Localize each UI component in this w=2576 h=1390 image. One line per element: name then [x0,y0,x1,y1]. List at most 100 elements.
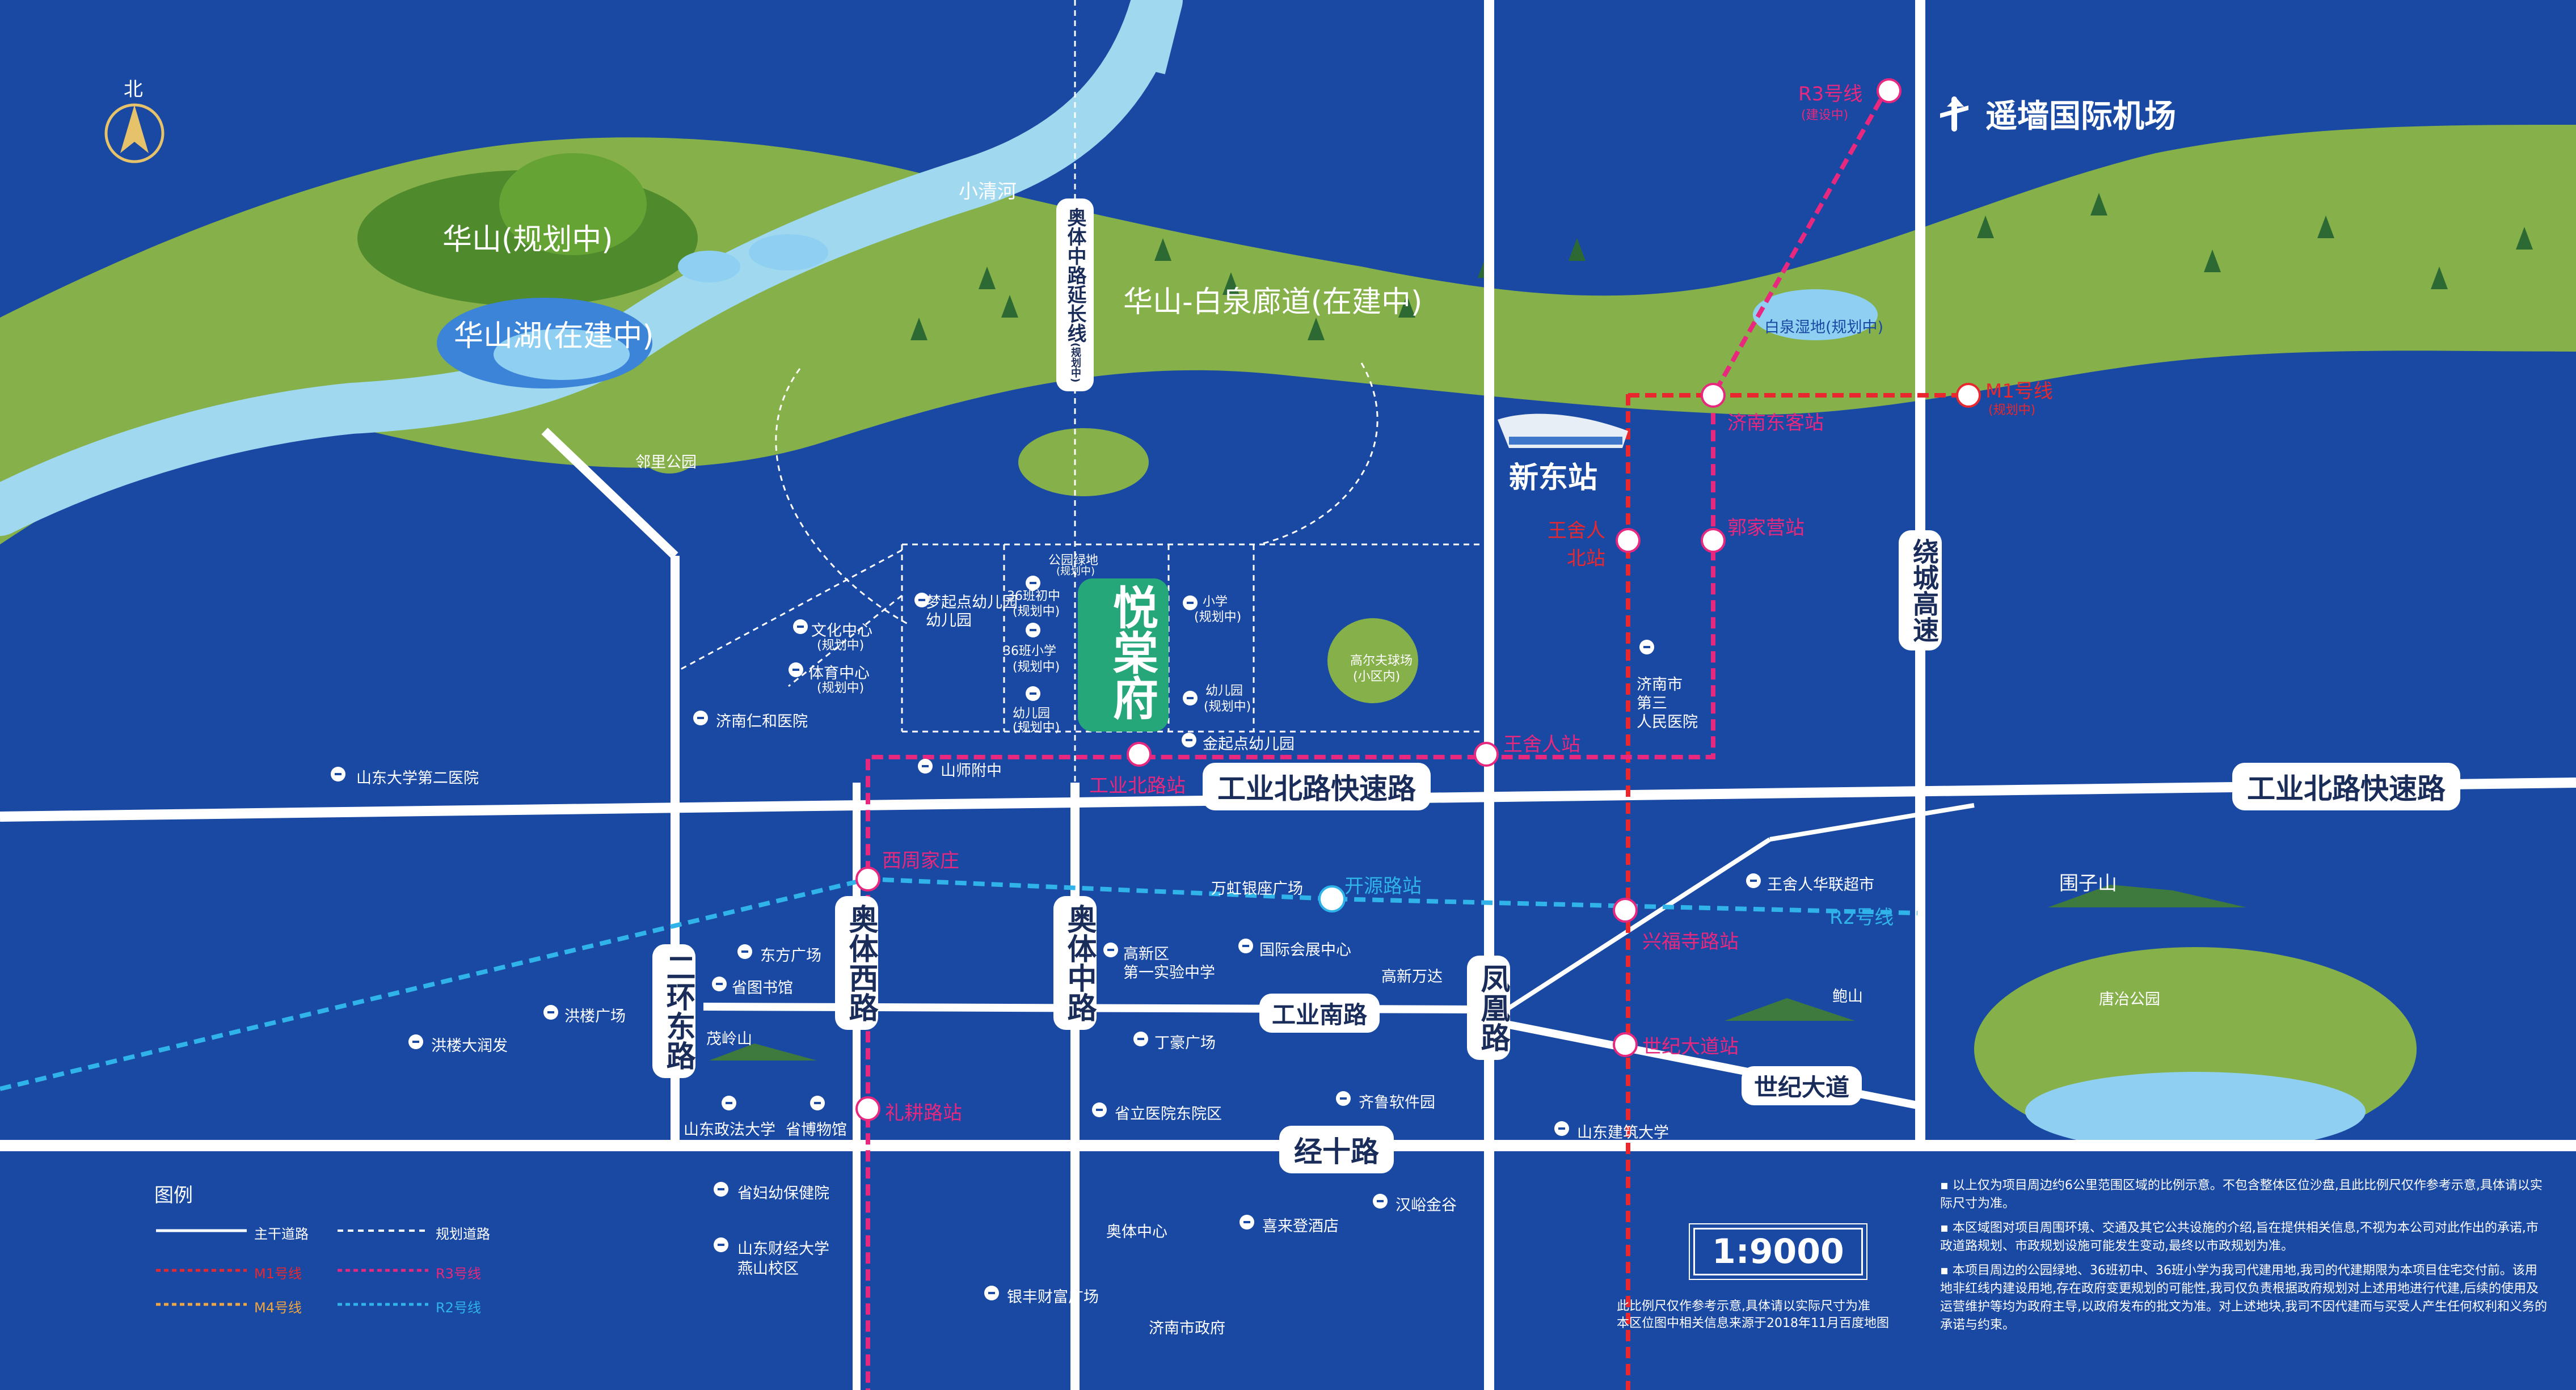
poi-marker [1238,939,1253,953]
legend-item-r3: R3号线 [436,1266,481,1282]
road-jingshi: 经十路 [1279,1126,1394,1173]
wangsheren-north-label: 王舍人北站 [1548,519,1605,570]
ligeng-station-label: 礼耕路站 [885,1102,962,1125]
huashan-peak [499,153,647,255]
huashan-lake-label: 华山湖(在建中) [454,319,654,353]
poi-sports-center-note: (规划中) [817,681,865,695]
disclaimer-3-text: 本项目周边的公园绿地、36班初中、36班小学为我司代建用地,我司的代建期限为本项… [1940,1264,2547,1332]
tangye-water [2025,1072,2366,1151]
station-markers [855,78,1981,1121]
project-name: 悦棠府 [1090,584,1158,720]
airplane-icon [1940,96,1968,132]
station-wangsheren [1474,742,1499,767]
poi-gaoxin-school-2: 第一实验中学 [1123,964,1215,982]
poi-shanshi-fuzhong: 山师附中 [941,762,1002,780]
xiaoqinghe-label: 小清河 [959,180,1017,203]
park-north [1018,428,1149,496]
poi-primary-school: 36班小学 [1003,644,1056,658]
weizishan-label: 围子山 [2059,872,2117,895]
project-block [1078,578,1169,732]
poi-marker [1026,686,1040,701]
poi-marker [1183,595,1198,610]
poi-olympic-center: 奥体中心 [1106,1223,1167,1241]
baiquan-wetland-label: 白泉湿地(规划中) [1764,319,1884,336]
road-gongyebei: 工业北路快速路 [1203,763,1431,810]
legend-lines [156,1229,428,1306]
poi-marker [984,1286,999,1300]
station-ligeng [855,1096,880,1121]
road-raocheng: 绕城高速 [1899,530,1942,650]
poi-marker [914,593,929,607]
project-park-note: (规划中) [1056,565,1095,577]
poi-jianzhu-univ: 山东建筑大学 [1577,1124,1669,1142]
huashan-label: 华山(规划中) [442,223,613,257]
station-r3-end [1877,78,1902,103]
wangsheren-station-label: 王舍人站 [1503,733,1580,756]
poi-hanyu-jingu: 汉峪金谷 [1395,1197,1457,1214]
road-gongyebei-east: 工业北路快速路 [2232,763,2460,810]
poi-jinqidian: 金起点幼儿园 [1203,736,1295,753]
poi-primary-2-note: (规划中) [1194,610,1242,624]
poi-marker [1103,943,1118,957]
green-belt [0,125,2576,544]
maolingshan-label: 茂岭山 [706,1030,752,1048]
corridor-label: 华山-白泉廊道(在建中) [1123,285,1423,319]
aoti-extension-note: (规划中) [1069,343,1081,383]
project-park-label: 公园绿地 [1048,554,1099,568]
poi-kindergarten-1-note: (规划中) [1013,721,1060,735]
maolingshan-hill [709,1043,817,1061]
poi-provincial-hospital-east: 省立医院东院区 [1115,1105,1222,1123]
tangye-park-label: 唐冶公园 [2099,991,2160,1008]
road-fenghuang-text: 凤凰路 [1475,964,1510,1052]
poi-marker [1239,1215,1254,1230]
poi-primary-2: 小学 [1203,595,1228,609]
poi-provincial-library: 省图书馆 [732,979,793,997]
road-shiji: 世纪大道 [1742,1066,1862,1105]
poi-caijing-univ-1: 山东财经大学 [737,1240,829,1258]
baoshan-label: 鲍山 [1832,988,1863,1005]
river-upper [1115,0,1182,74]
aoti-extension-road-label: 奥体中路延长线 (规划中) [1056,198,1094,392]
road-aotizhong-text: 奥体中路 [1062,904,1096,1022]
legend-item-r2: R2号线 [436,1300,481,1316]
small-lake-2 [749,234,828,271]
aoti-extension-text: 奥体中路延长线 [1064,208,1086,343]
poi-middle-school-note: (规划中) [1013,605,1060,619]
poi-mengqidian-2: 幼儿园 [926,612,972,629]
poi-wanda: 高新万达 [1381,968,1443,986]
disclaimer-2-text: 本区域图对项目周围环境、交通及其它公共设施的介绍,旨在提供相关信息,不视为本公司… [1940,1221,2539,1253]
poi-zhengfa-univ: 山东政法大学 [684,1121,775,1139]
poi-third-hospital-3: 人民医院 [1637,713,1698,731]
huashan-lake-inner [494,329,630,380]
poi-marker [1554,1121,1569,1136]
xindong-station-label: 新东站 [1509,461,1598,495]
poi-marker [1182,733,1196,747]
small-lake-1 [678,251,740,282]
station-shiji [1613,1032,1638,1057]
poi-honglou-rt-mart: 洪楼大润发 [431,1037,508,1055]
guojiaying-station-label: 郭家营站 [1727,517,1805,539]
legend-item-m1: M1号线 [254,1266,302,1282]
road-aotizhong: 奥体中路 [1053,896,1097,1030]
poi-kindergarten-1: 幼儿园 [1013,707,1051,721]
station-kaiyuan [1318,885,1346,912]
poi-hualian-supermarket: 王舍人华联超市 [1767,876,1874,894]
station-xingfu [1613,898,1638,923]
poi-culture-center: 文化中心 [811,622,872,640]
poi-marker [331,767,345,781]
radius-arc-right [1259,362,1378,546]
poi-golf-note: (小区内) [1353,670,1401,684]
poi-renhe-hospital: 济南仁和医院 [716,713,808,730]
disclaimer-3: ▪ 本项目周边的公园绿地、36班初中、36班小学为我司代建用地,我司的代建期限为… [1940,1264,2547,1332]
train-icon [1498,413,1628,448]
poi-marker [1746,873,1761,888]
legend-item-m4: M4号线 [254,1300,302,1316]
disclaimer-2: ▪ 本区域图对项目周围环境、交通及其它公共设施的介绍,旨在提供相关信息,不视为本… [1940,1221,2539,1253]
poi-golf: 高尔夫球场 [1350,654,1413,668]
poi-city-government: 济南市政府 [1149,1320,1225,1337]
poi-maternal-hospital: 省妇幼保健院 [737,1185,829,1202]
poi-marker [408,1034,423,1049]
m1-line-note: (规划中) [1988,403,2036,417]
poi-marker [1092,1102,1107,1117]
